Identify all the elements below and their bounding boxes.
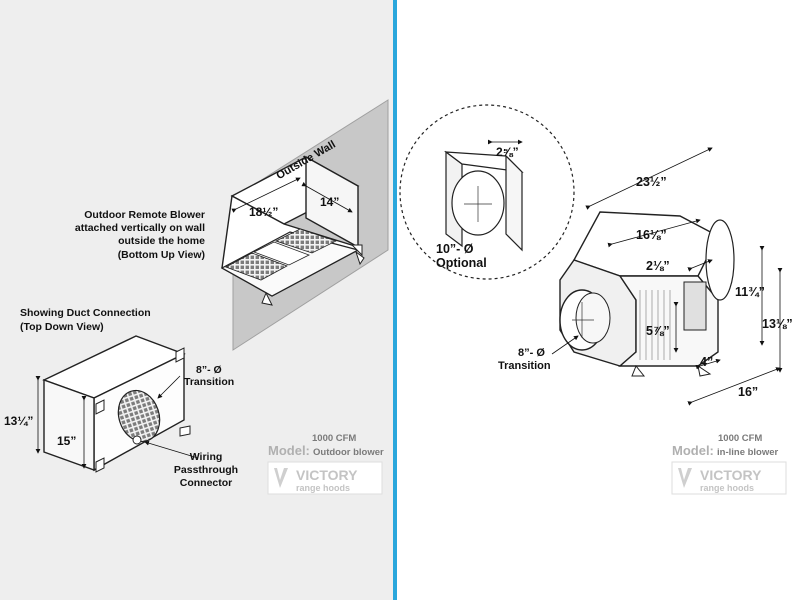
right-transition-line-2: Transition [498, 360, 551, 372]
dim-length-label: 23½” [636, 175, 667, 189]
left-logo-word: VICTORY [296, 467, 358, 483]
dim-depth-label: 14” [320, 195, 339, 209]
wiring-line-3: Connector [180, 477, 233, 489]
inline-blower-drawing [551, 147, 783, 406]
dim-height-total-label: 13¼” [4, 414, 33, 428]
wiring-line-2: Passthrough [174, 464, 238, 476]
dim-top-width-label: 16⅛” [636, 228, 667, 242]
right-transition-line-1: 8”- Ø [518, 347, 545, 359]
inset-optional-drawing [399, 104, 575, 280]
right-model-name: in-line blower [717, 447, 779, 458]
duct-title-line-1: Showing Duct Connection [20, 307, 151, 319]
right-logo: VICTORY range hoods [671, 461, 787, 495]
left-transition-line-2: Transition [184, 376, 234, 388]
outdoor-title: Outdoor Remote Blower attached verticall… [75, 209, 205, 261]
left-model-name: Outdoor blower [313, 447, 384, 458]
left-panel [0, 0, 393, 600]
dim-collar-label: 2⅛” [646, 259, 670, 273]
dim-offset-label: 5⅞” [646, 324, 670, 338]
outdoor-title-line-3: outside the home [118, 235, 205, 247]
right-logo-v-icon [678, 468, 692, 488]
dim-width-label: 18½” [249, 205, 278, 219]
dim-height-a-label: 11¾” [735, 285, 765, 299]
panel-divider [393, 0, 397, 600]
outdoor-title-line-2: attached vertically on wall [75, 222, 205, 234]
dim-inset-depth-label: 2⅝” [496, 145, 519, 159]
left-logo: VICTORY range hoods [267, 461, 383, 495]
wiring-connector-icon [132, 435, 142, 445]
left-logo-v-icon [274, 468, 288, 488]
outdoor-blower-drawing [220, 99, 389, 351]
duct-title: Showing Duct Connection (Top Down View) [20, 307, 151, 333]
dim-foot-label: 4” [700, 355, 713, 369]
optional-line-1: 10”- Ø [436, 242, 474, 256]
duct-title-line-2: (Top Down View) [20, 321, 104, 333]
left-model-key: Model: [268, 443, 310, 458]
optional-line-2: Optional [436, 256, 487, 270]
duct-connection-drawing [35, 335, 199, 473]
right-logo-sub: range hoods [700, 483, 754, 493]
left-model-block: 1000 CFM Model: Outdoor blower [268, 433, 384, 458]
outdoor-title-line-1: Outdoor Remote Blower [84, 209, 205, 221]
left-model-cfm: 1000 CFM [312, 433, 356, 444]
dim-height-b-label: 13⅛” [762, 317, 793, 331]
right-logo-word: VICTORY [700, 467, 762, 483]
right-model-key: Model: [672, 443, 714, 458]
wiring-line-1: Wiring [190, 451, 223, 463]
right-model-block: 1000 CFM Model: in-line blower [672, 433, 779, 458]
dim-height-inner-label: 15” [57, 434, 76, 448]
left-transition-line-1: 8”- Ø [196, 364, 222, 376]
right-model-cfm: 1000 CFM [718, 433, 762, 444]
duct-grill [117, 389, 161, 443]
outdoor-title-line-4: (Bottom Up View) [118, 249, 205, 261]
dim-depth-label-right: 16” [738, 385, 758, 399]
left-logo-sub: range hoods [296, 483, 350, 493]
